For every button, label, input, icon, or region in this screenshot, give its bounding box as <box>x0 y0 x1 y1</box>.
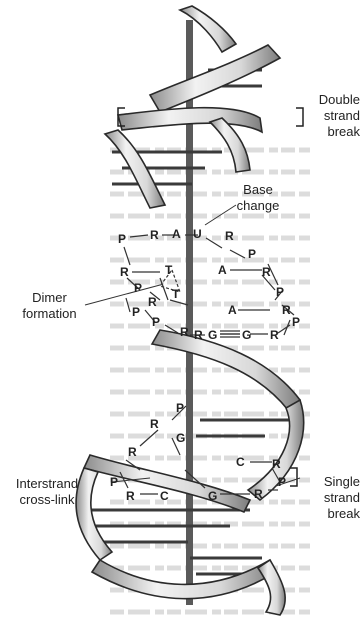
base-p: P <box>134 281 142 295</box>
label-base-change: Base change <box>228 182 288 214</box>
label-line: strand <box>323 490 360 505</box>
base-t: T <box>172 287 180 301</box>
base-r: R <box>270 328 279 342</box>
base-a: A <box>172 227 181 241</box>
label-line: change <box>236 198 280 213</box>
label-double-strand-break: Double strand break <box>300 92 360 140</box>
label-line: Base <box>243 182 273 197</box>
base-p: P <box>132 305 140 319</box>
base-p: P <box>292 315 300 329</box>
base-u: U <box>193 227 202 241</box>
label-leader-lines <box>84 204 301 487</box>
label-line: break <box>327 506 360 521</box>
double-strand-break-brackets <box>117 107 304 127</box>
base-r: R <box>262 265 271 279</box>
base-p: P <box>152 315 160 329</box>
label-line: cross-link <box>19 492 75 507</box>
label-line: formation <box>22 306 77 321</box>
label-line: Dimer <box>32 290 67 305</box>
base-p: P <box>278 475 286 489</box>
label-line: Double <box>318 92 360 107</box>
base-p: P <box>248 247 256 261</box>
base-c: C <box>160 489 169 503</box>
base-r: R <box>180 325 189 339</box>
base-p: P <box>176 401 184 415</box>
base-r: R <box>148 295 157 309</box>
base-r: R <box>150 417 159 431</box>
base-g: G <box>176 431 185 445</box>
helix-backbone-ribbons <box>75 5 305 616</box>
base-r: R <box>282 303 291 317</box>
base-a: A <box>228 303 237 317</box>
base-p: P <box>276 285 284 299</box>
base-r: R <box>254 487 263 501</box>
base-p-upper: P <box>118 232 126 246</box>
base-p: P <box>110 475 118 489</box>
single-strand-break-bracket <box>290 467 298 487</box>
label-line: strand <box>323 108 360 123</box>
label-interstrand-cross-link: Interstrand cross-link <box>2 476 92 508</box>
base-r: R <box>120 265 129 279</box>
base-t: T <box>165 263 173 277</box>
base-g: G <box>208 328 217 342</box>
label-line: Interstrand <box>15 476 79 491</box>
helix-axis <box>186 20 193 605</box>
base-r: R <box>150 228 159 242</box>
base-r: R <box>128 445 137 459</box>
base-g: G <box>242 328 251 342</box>
label-line: Single <box>323 474 360 489</box>
base-r: R <box>194 328 203 342</box>
base-letters: P R A U R P R T P R T R P A R P A R P P … <box>110 227 300 503</box>
label-single-strand-break: Single strand break <box>300 474 360 522</box>
base-a: A <box>218 263 227 277</box>
base-r: R <box>126 489 135 503</box>
base-c: C <box>236 455 245 469</box>
label-line: break <box>327 124 360 139</box>
base-r: R <box>225 229 234 243</box>
label-dimer-formation: Dimer formation <box>12 290 87 322</box>
damage-network-lines <box>119 234 295 495</box>
base-g: G <box>208 489 217 503</box>
base-r: R <box>272 457 281 471</box>
